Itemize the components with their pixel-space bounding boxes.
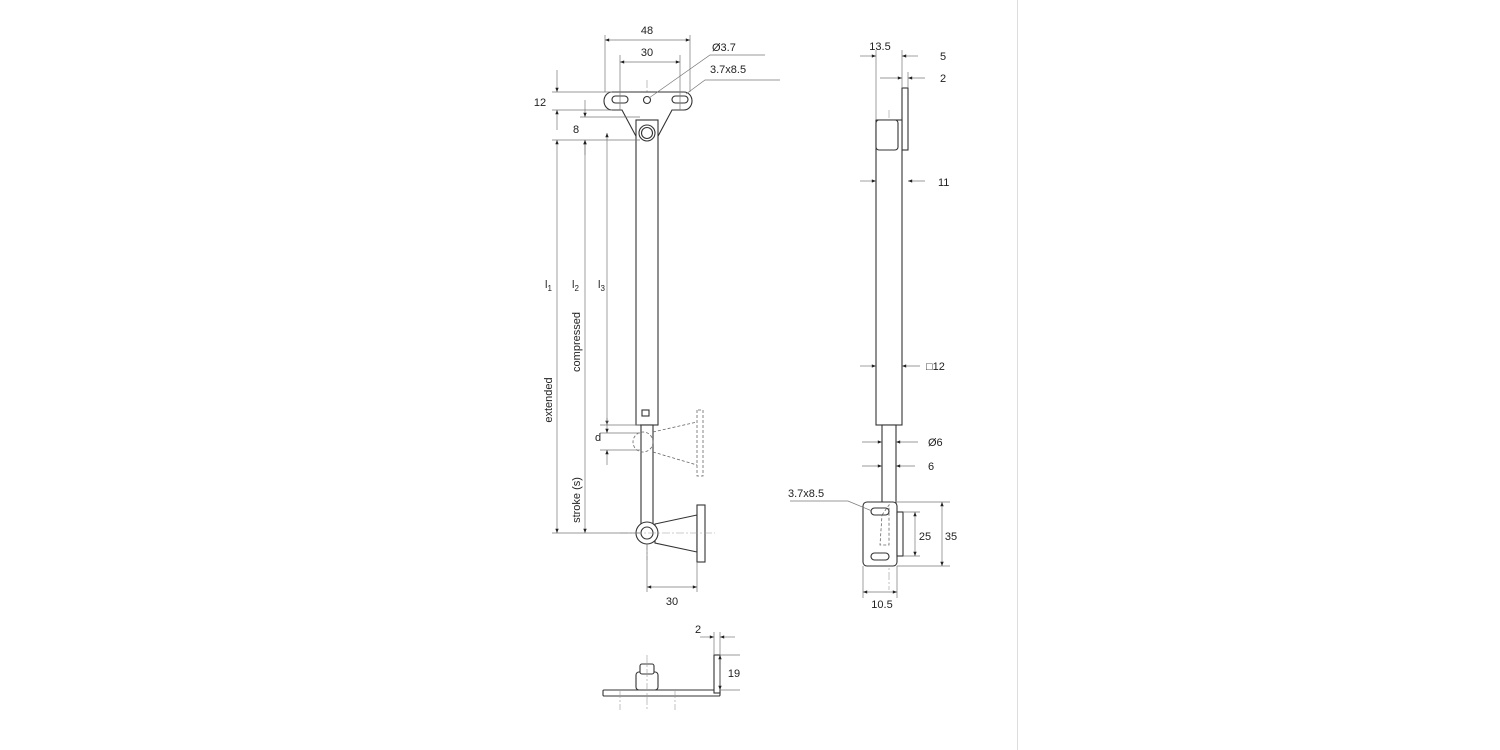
page-border [1017,0,1018,750]
label-extended: extended [543,377,555,422]
label-d: d [595,432,601,444]
hole-dia-label: Ø3.7 [712,42,736,54]
rod-dia: Ø6 [928,437,943,449]
dim-2-side: 2 [940,73,946,85]
side-cylinder [875,119,903,426]
dim-11: 11 [938,177,949,189]
bottom-bracket [654,514,698,553]
side-plate [901,87,909,151]
dim-13-5: 13.5 [869,41,890,53]
dim-6: 6 [928,461,934,473]
dim-square-12: □12 [926,361,945,373]
side-slot-label: 3.7x8.5 [788,488,824,500]
dim-30-holes: 30 [641,47,653,59]
front-view: 48 30 Ø3.7 3.7x8.5 12 8 l1 l2 l3 extende… [534,25,780,608]
cylinder [635,119,659,426]
bottom-view: 2 19 [602,624,740,710]
label-l3: l3 [598,279,605,293]
dim-2-bottom: 2 [695,624,701,636]
slot-label: 3.7x8.5 [710,64,746,76]
dim-30-bracket: 30 [666,596,678,608]
dim-35: 35 [945,531,957,543]
dim-5: 5 [940,51,946,63]
piston-rod [640,424,654,526]
dim-12: 12 [534,97,546,109]
side-view: 13.5 5 2 11 □12 Ø6 6 3.7x8.5 25 35 10.5 [788,41,957,611]
dim-10-5: 10.5 [871,599,892,611]
dim-8: 8 [573,124,579,136]
label-l2: l2 [572,279,579,293]
dim-25: 25 [919,531,931,543]
label-compressed: compressed [571,312,583,372]
center-hole [642,95,652,105]
side-bracket [862,501,898,567]
dim-19: 19 [728,668,740,680]
dim-48: 48 [641,25,653,37]
side-rod [881,424,897,506]
label-stroke: stroke (s) [571,477,583,523]
label-l1: l1 [545,279,552,293]
